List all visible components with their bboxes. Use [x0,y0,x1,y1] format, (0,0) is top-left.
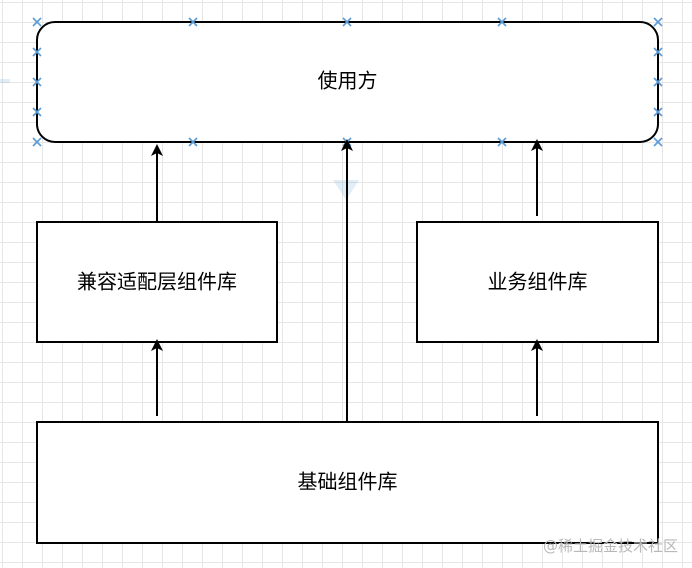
watermark: @稀土掘金技术社区 [542,537,678,555]
resize-handle-icon[interactable] [653,107,663,117]
node-base-box[interactable] [36,421,659,544]
selection-handles[interactable] [32,17,663,147]
resize-handle-icon[interactable] [32,77,42,87]
resize-handle-icon[interactable] [342,17,352,27]
node-consumer-label: 使用方 [318,69,378,93]
node-compat-layer-label: 兼容适配层组件库 [77,270,237,294]
guide-left-marker [0,79,10,83]
node-base-label: 基础组件库 [298,470,398,494]
resize-handle-icon[interactable] [32,47,42,57]
node-business-label: 业务组件库 [488,270,588,294]
node-compat-layer[interactable]: 兼容适配层组件库 [36,221,278,343]
resize-handle-icon[interactable] [32,107,42,117]
node-consumer[interactable]: 使用方 [36,21,659,143]
resize-handle-icon[interactable] [32,17,42,27]
resize-handle-icon[interactable] [188,137,198,147]
resize-handle-icon[interactable] [497,137,507,147]
resize-handle-icon[interactable] [653,17,663,27]
resize-handle-icon[interactable] [32,137,42,147]
resize-handle-icon[interactable] [653,77,663,87]
resize-handle-icon[interactable] [653,47,663,57]
node-base[interactable]: 基础组件库 [36,421,659,544]
node-business[interactable]: 业务组件库 [416,221,659,343]
edges [151,139,543,422]
node-compat-layer-box[interactable] [36,221,278,343]
resize-handle-icon[interactable] [497,17,507,27]
resize-handle-icon[interactable] [653,137,663,147]
resize-handle-icon[interactable] [188,17,198,27]
